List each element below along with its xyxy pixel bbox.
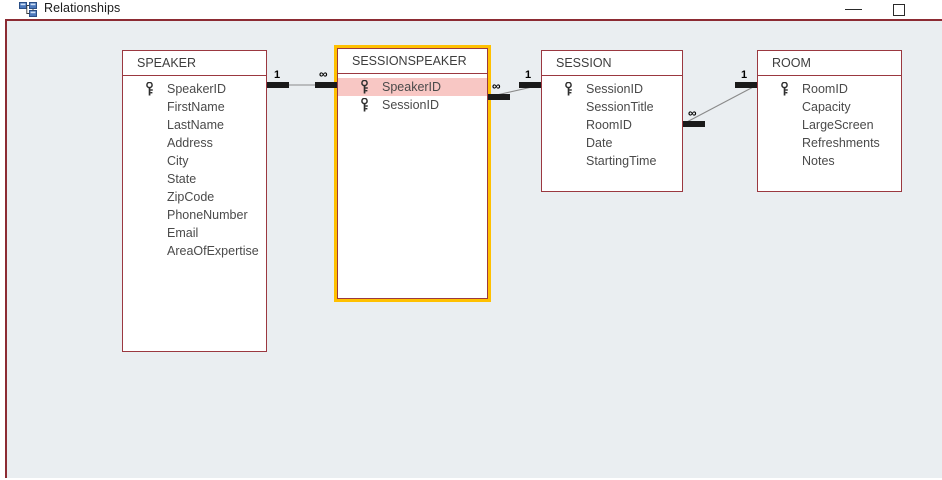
field-row[interactable]: RoomID — [758, 80, 901, 98]
relationships-icon — [19, 2, 37, 17]
field-label: SpeakerID — [382, 80, 442, 94]
cardinality-label: ∞ — [688, 106, 697, 120]
field-label: State — [167, 172, 197, 186]
table-box-sessionspeaker[interactable]: SESSIONSPEAKER SpeakerID SessionID — [337, 48, 488, 299]
field-label: RoomID — [586, 118, 632, 132]
table-fields-sessionspeaker: SpeakerID SessionID — [338, 74, 487, 114]
field-label: SpeakerID — [167, 82, 227, 96]
field-label: Date — [586, 136, 613, 150]
minimize-icon — [845, 9, 862, 10]
relationship-connector — [267, 82, 337, 88]
cardinality-label: 1 — [741, 69, 748, 81]
minimize-button[interactable] — [837, 0, 871, 19]
field-row[interactable]: AreaOfExpertise — [123, 242, 266, 260]
table-selection-sessionspeaker[interactable]: SESSIONSPEAKER SpeakerID SessionID — [334, 45, 491, 302]
field-row[interactable]: City — [123, 152, 266, 170]
maximize-icon — [893, 4, 905, 16]
table-title-session[interactable]: SESSION — [542, 51, 682, 76]
field-label: LastName — [167, 118, 224, 132]
field-row[interactable]: SessionTitle — [542, 98, 682, 116]
field-row[interactable]: Notes — [758, 152, 901, 170]
field-label: AreaOfExpertise — [167, 244, 259, 258]
cardinality-label: 1 — [525, 69, 532, 81]
field-row[interactable]: Refreshments — [758, 134, 901, 152]
cardinality-label: ∞ — [492, 79, 501, 93]
field-label: Email — [167, 226, 199, 240]
cardinality-label: ∞ — [319, 67, 328, 81]
field-label: Address — [167, 136, 213, 150]
relationship-line-session-room[interactable]: ∞1 — [7, 21, 942, 478]
field-row[interactable]: Capacity — [758, 98, 901, 116]
field-row[interactable]: SessionID — [338, 96, 487, 114]
table-title-room[interactable]: ROOM — [758, 51, 901, 76]
field-row[interactable]: State — [123, 170, 266, 188]
field-row[interactable]: RoomID — [542, 116, 682, 134]
primary-key-icon — [780, 81, 789, 96]
field-label: SessionID — [382, 98, 439, 112]
field-row[interactable]: PhoneNumber — [123, 206, 266, 224]
field-label: SessionID — [586, 82, 643, 96]
maximize-button[interactable] — [884, 0, 918, 19]
field-row[interactable]: Address — [123, 134, 266, 152]
field-row[interactable]: LastName — [123, 116, 266, 134]
primary-key-icon — [145, 81, 154, 96]
relationship-line-sessionspeaker-session[interactable]: ∞1 — [7, 21, 942, 478]
field-label: StartingTime — [586, 154, 657, 168]
field-label: City — [167, 154, 189, 168]
window-title: Relationships — [44, 1, 121, 15]
primary-key-icon — [360, 97, 369, 112]
field-label: FirstName — [167, 100, 225, 114]
field-row[interactable]: Date — [542, 134, 682, 152]
field-label: Capacity — [802, 100, 851, 114]
field-label: SessionTitle — [586, 100, 654, 114]
primary-key-icon — [360, 79, 369, 94]
relationship-connector — [487, 82, 542, 100]
table-title-speaker[interactable]: SPEAKER — [123, 51, 266, 76]
field-row[interactable]: LargeScreen — [758, 116, 901, 134]
field-row[interactable]: SessionID — [542, 80, 682, 98]
table-title-sessionspeaker[interactable]: SESSIONSPEAKER — [338, 49, 487, 74]
field-label: Notes — [802, 154, 835, 168]
field-label: LargeScreen — [802, 118, 874, 132]
primary-key-icon — [564, 81, 573, 96]
relationship-line-speaker-sessionspeaker[interactable]: 1∞ — [7, 21, 942, 478]
field-row[interactable]: Email — [123, 224, 266, 242]
field-row[interactable]: SpeakerID — [338, 78, 487, 96]
field-row[interactable]: StartingTime — [542, 152, 682, 170]
field-row[interactable]: SpeakerID — [123, 80, 266, 98]
field-label: ZipCode — [167, 190, 215, 204]
field-row[interactable]: ZipCode — [123, 188, 266, 206]
field-label: Refreshments — [802, 136, 880, 150]
cardinality-label: 1 — [274, 69, 281, 81]
field-label: PhoneNumber — [167, 208, 248, 222]
field-row[interactable]: FirstName — [123, 98, 266, 116]
title-bar: Relationships — [0, 0, 942, 19]
relationship-connector — [682, 82, 758, 127]
field-label: RoomID — [802, 82, 848, 96]
